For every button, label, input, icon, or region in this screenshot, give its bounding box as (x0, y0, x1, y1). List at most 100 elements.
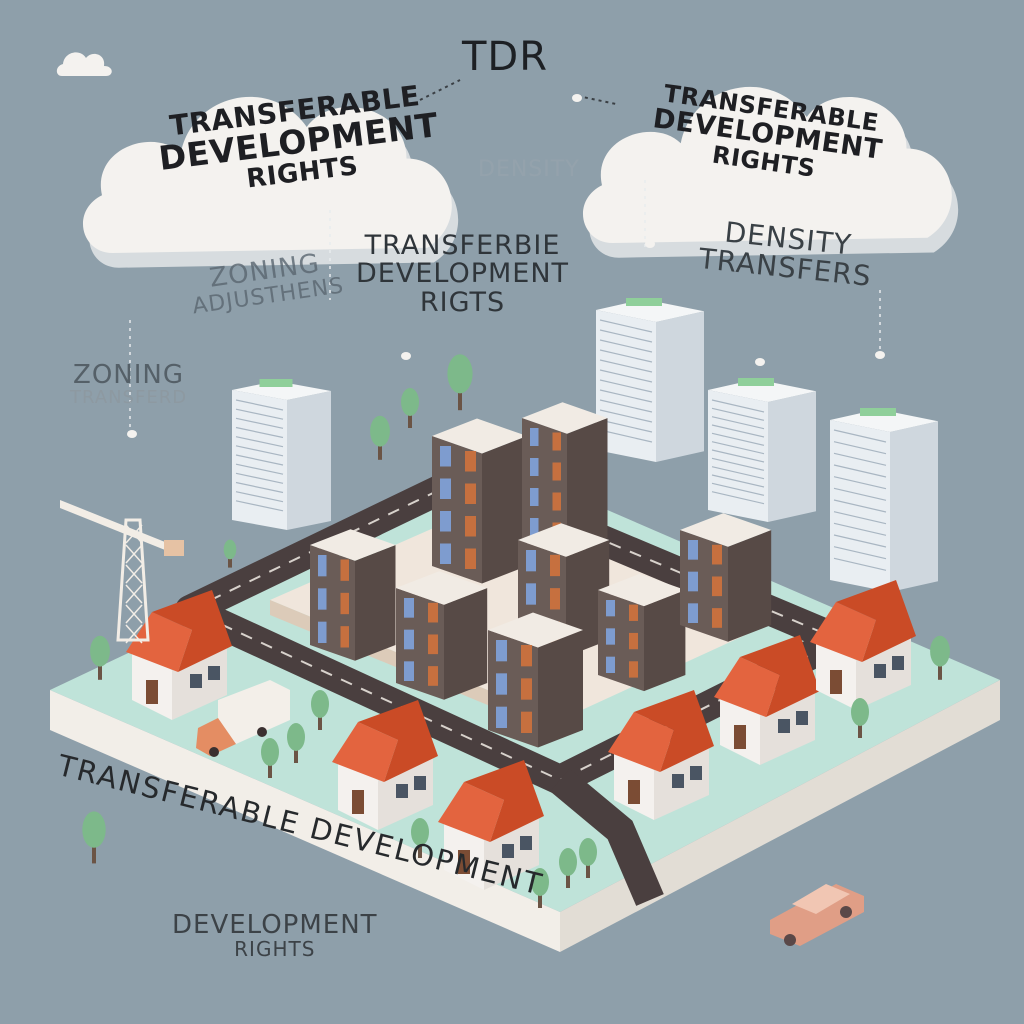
building-window (428, 602, 438, 623)
tree-5 (223, 539, 237, 568)
building-d-roof (518, 523, 610, 557)
building-window (318, 555, 327, 577)
house-3-roof-right (464, 760, 544, 842)
tower-window-row (833, 476, 887, 490)
tree-12-trunk (586, 860, 590, 878)
faded-tower-side (287, 391, 331, 530)
tower-window-row (235, 481, 284, 494)
construction-crane (60, 500, 184, 644)
tower-window-row (599, 359, 653, 373)
house-4 (608, 690, 714, 820)
building-window (465, 451, 476, 472)
building-window (552, 432, 561, 451)
tree-11-trunk (566, 870, 570, 888)
building-h-roof (488, 612, 583, 648)
tower-window-row (599, 409, 653, 423)
zoning-transfer-line-2: TRANSFERD (70, 387, 188, 409)
tree-8-crown (311, 690, 329, 718)
tree-12-crown (579, 838, 597, 866)
tower-window-row (599, 369, 653, 383)
tower-window-row (711, 474, 765, 488)
building-window (465, 548, 476, 569)
house-1 (126, 590, 232, 720)
zoning-transfer-label: ZONING TRANSFERD (70, 360, 188, 409)
tree-14-trunk (858, 720, 862, 738)
building-window (521, 711, 532, 733)
side-road (550, 768, 664, 906)
building-c (310, 529, 396, 661)
house-6-window-2 (892, 656, 904, 670)
truck-cab (196, 718, 236, 756)
tower-window-row (833, 441, 887, 455)
delivery-truck (196, 680, 290, 757)
building-window (318, 588, 327, 610)
tower-window-row (599, 429, 653, 443)
tree-7-trunk (294, 745, 298, 763)
tower-window-row (599, 339, 653, 353)
building-window (629, 661, 638, 678)
building-window (688, 540, 698, 560)
tree-8-trunk (318, 712, 322, 730)
center-label-line-1: TRANSFERBIE (364, 230, 561, 261)
tower-window-row (833, 522, 887, 536)
tree-1 (82, 811, 106, 864)
tower-front-roof (830, 409, 938, 432)
bottom-label: DEVELOPMENT RIGHTS (172, 910, 378, 960)
house-5 (714, 635, 820, 765)
tree-4-crown (401, 388, 419, 416)
building-h (488, 612, 583, 748)
building-window (606, 600, 615, 617)
tower-window-row (833, 487, 887, 501)
tower-window-row (235, 454, 284, 466)
building-window (404, 629, 414, 650)
building-a-roof (432, 418, 527, 454)
building-window (465, 483, 476, 504)
center-tdr-label: TRANSFERBIE DEVELOPMENT RIGTS (356, 230, 569, 317)
building-window (526, 550, 536, 572)
tower-back (596, 298, 704, 462)
crane-truss (125, 584, 143, 604)
tower-window-row (711, 399, 765, 413)
house-6 (810, 580, 916, 710)
zoning-transfer-line-1: ZONING (73, 360, 185, 390)
tower-window-row (711, 457, 765, 471)
faded-tower-roof-garden (259, 379, 293, 387)
bottom-label-line-1: DEVELOPMENT (172, 910, 378, 940)
building-window (440, 478, 451, 499)
tree-9-crown (411, 818, 429, 846)
tower-mid-roof (708, 379, 816, 402)
truck-wheel-2 (257, 727, 267, 737)
car-wheel-2 (840, 906, 852, 918)
tree-13-crown (930, 635, 950, 667)
building-window (404, 598, 414, 618)
house-2-roof-right (358, 700, 438, 782)
tree-12 (579, 838, 597, 878)
tree-13-trunk (938, 660, 942, 680)
building-window (712, 576, 722, 597)
tree-11 (559, 848, 577, 888)
tower-front-roof-garden (860, 408, 896, 416)
tree-1-trunk (92, 840, 96, 864)
tower-window-row (235, 445, 284, 457)
house-3-window-2 (520, 836, 532, 850)
tree-13 (930, 635, 950, 680)
crane-cab (164, 540, 184, 556)
tower-window-row (235, 399, 284, 411)
tower-window-row (235, 408, 284, 420)
building-window (440, 511, 451, 532)
faded-tower-roof (232, 381, 331, 400)
floating-pin-1 (755, 358, 765, 366)
building-window (496, 673, 507, 695)
building-window (688, 603, 698, 623)
tower-window-row (711, 407, 765, 421)
building-window (428, 634, 438, 655)
building-window (629, 632, 638, 650)
house-5-roof-right (740, 635, 820, 717)
tree-5-trunk (228, 555, 232, 568)
tower-window-row (711, 416, 765, 430)
tower-front (830, 408, 938, 592)
tower-mid-roof-garden (738, 378, 774, 386)
house-1-roof-right (152, 590, 232, 672)
building-e (396, 571, 488, 700)
